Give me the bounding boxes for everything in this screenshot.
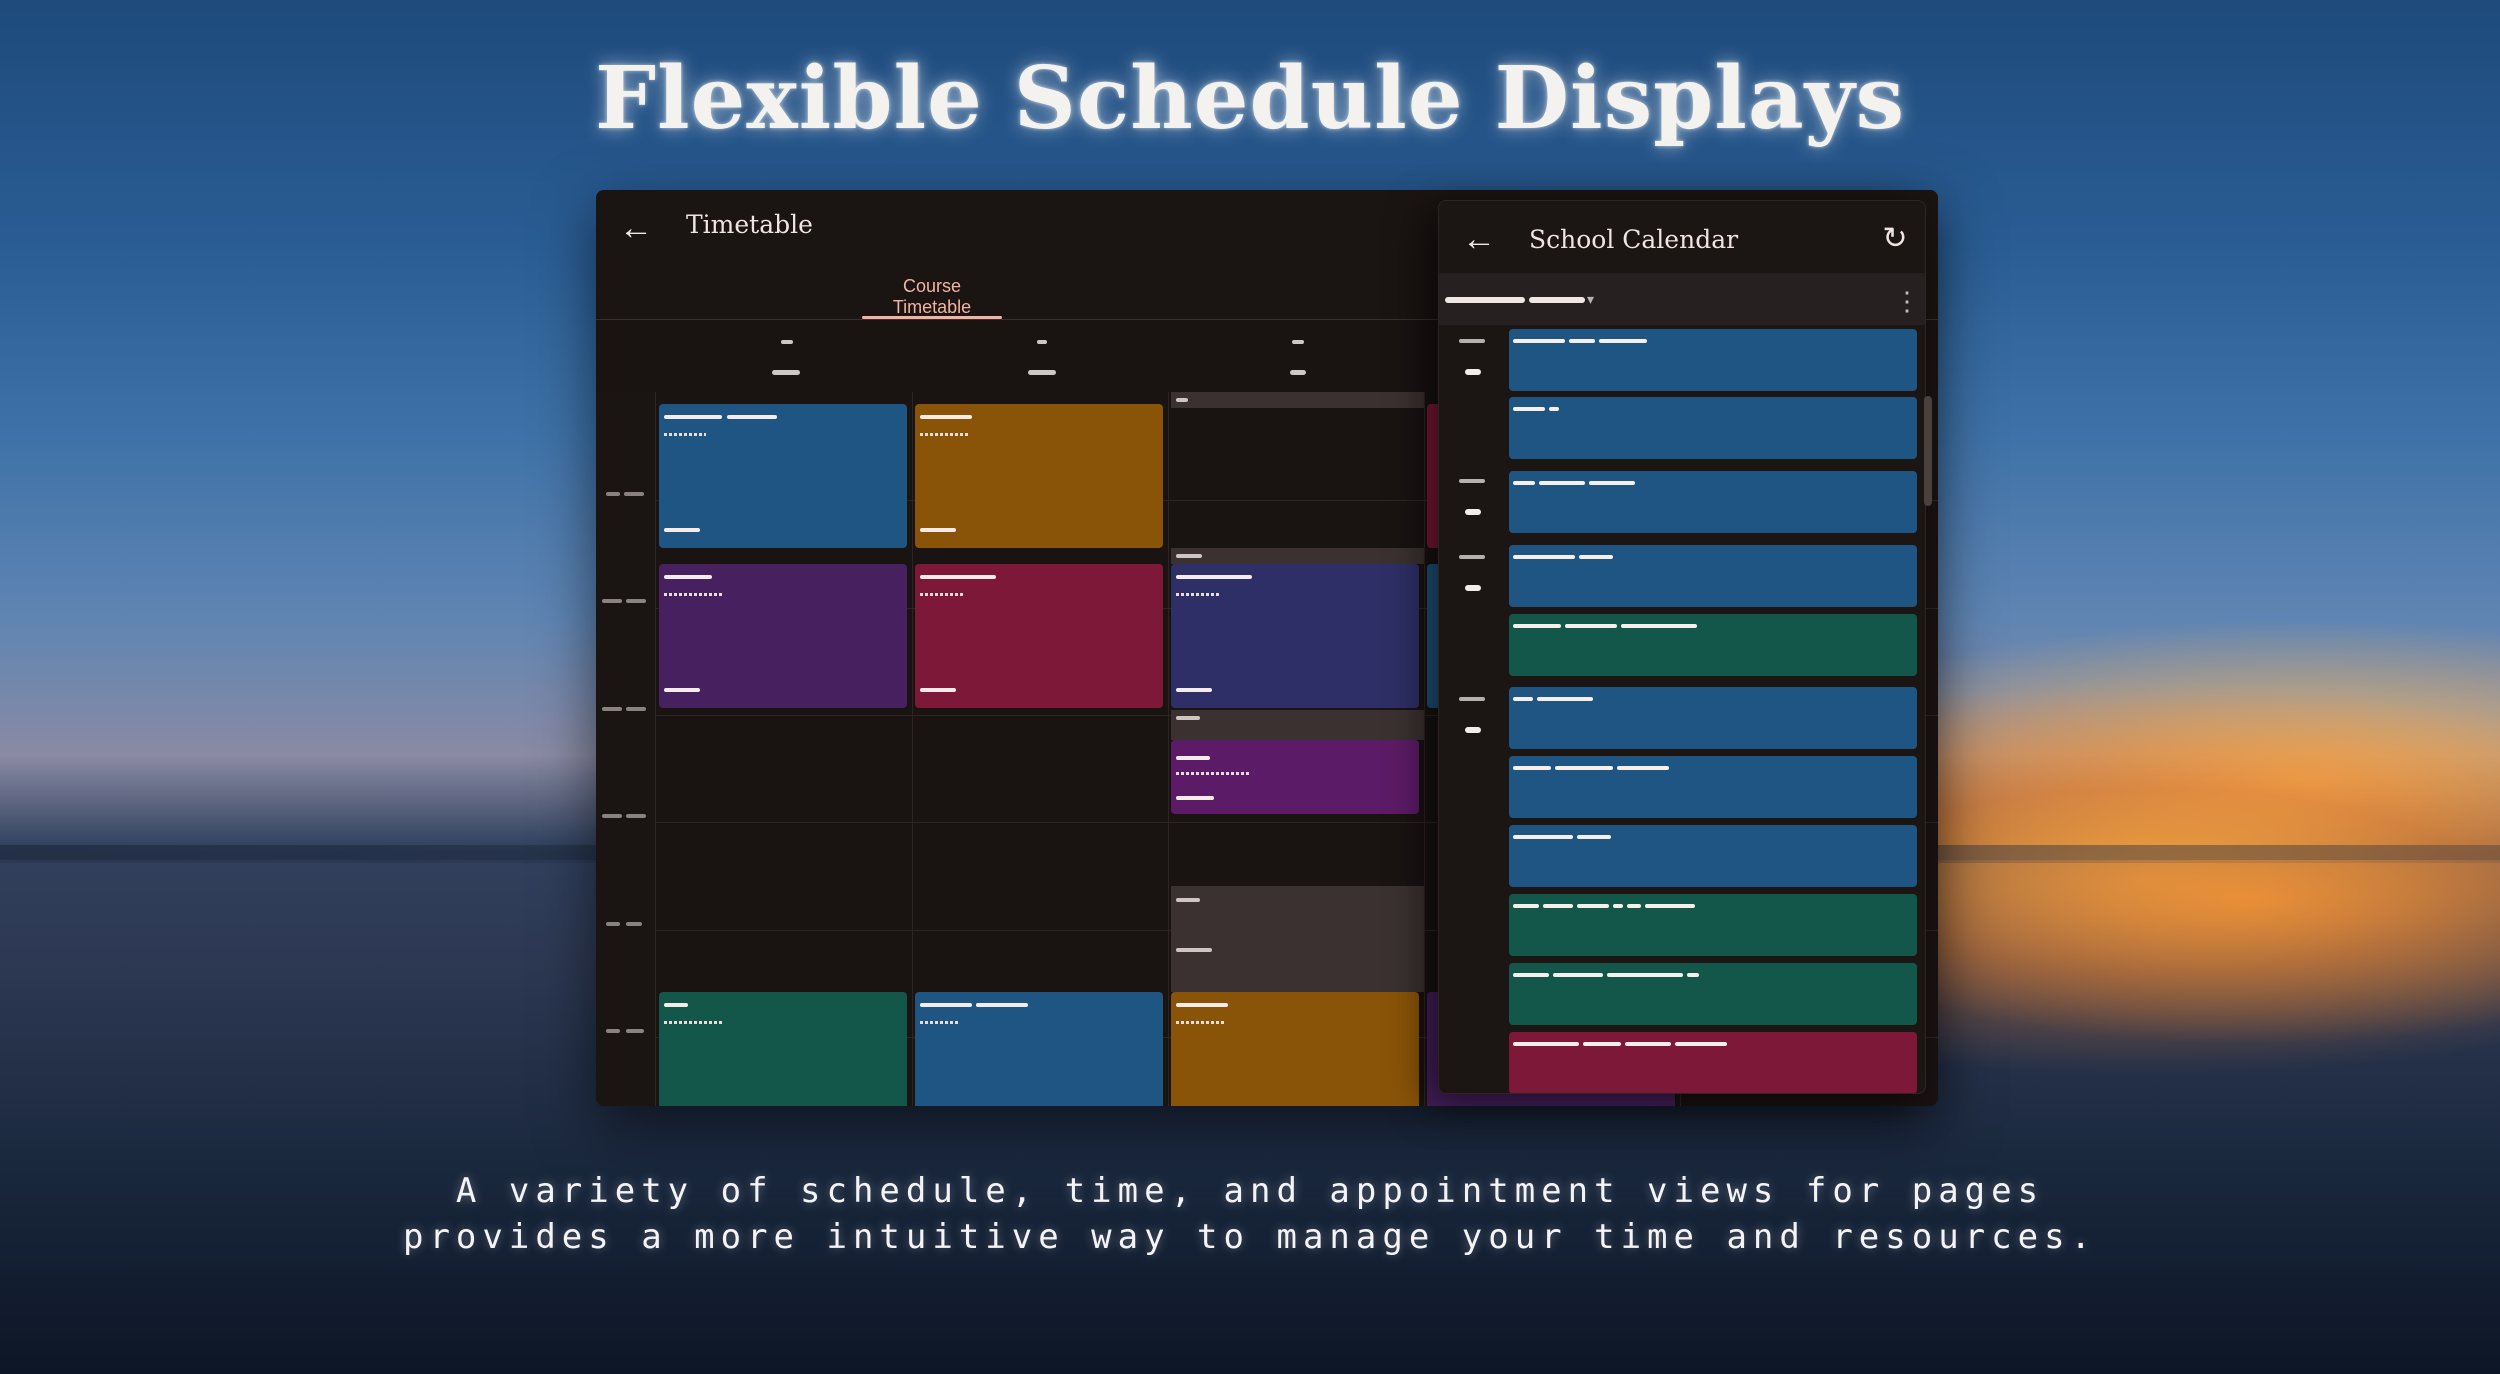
time-label — [606, 1029, 620, 1033]
calendar-event[interactable] — [1509, 687, 1917, 749]
headline: Flexible Schedule Displays — [594, 48, 1906, 149]
course-block[interactable] — [1171, 992, 1419, 1106]
scrollbar[interactable] — [1924, 396, 1932, 506]
calendar-event[interactable] — [1509, 545, 1917, 607]
calendar-event[interactable] — [1509, 894, 1917, 956]
calendar-event[interactable] — [1509, 471, 1917, 533]
filter-chip[interactable] — [1529, 297, 1585, 303]
time-column — [596, 392, 656, 1106]
course-block[interactable] — [659, 404, 907, 548]
calendar-event[interactable] — [1509, 1032, 1917, 1093]
school-calendar-panel: ← School Calendar ↻ ▾ ⋮ — [1438, 200, 1926, 1094]
time-label — [602, 814, 622, 818]
calendar-event[interactable] — [1509, 397, 1917, 459]
tab-indicator — [862, 316, 1002, 319]
course-block[interactable] — [1171, 564, 1419, 708]
time-label — [602, 707, 622, 711]
tagline-line-1: A variety of schedule, time, and appoint… — [455, 1171, 2045, 1211]
calendar-event[interactable] — [1509, 756, 1917, 818]
arrow-left-icon[interactable]: ← — [619, 209, 653, 247]
filter-chip[interactable] — [1445, 297, 1525, 303]
calendar-event[interactable] — [1509, 825, 1917, 887]
event-strip[interactable] — [1171, 392, 1424, 408]
time-label — [602, 599, 622, 603]
school-calendar-title: School Calendar — [1529, 225, 1739, 254]
tagline-line-2: provides a more intuitive way to manage … — [402, 1217, 2098, 1257]
more-vert-icon[interactable]: ⋮ — [1894, 286, 1920, 316]
refresh-icon[interactable]: ↻ — [1882, 222, 1908, 255]
calendar-event[interactable] — [1509, 329, 1917, 391]
time-label — [606, 492, 620, 496]
calendar-event[interactable] — [1509, 614, 1917, 676]
calendar-event[interactable] — [1509, 963, 1917, 1025]
timetable-title: Timetable — [686, 210, 813, 239]
course-block[interactable] — [915, 564, 1163, 708]
course-block[interactable] — [1171, 740, 1419, 814]
course-block[interactable] — [659, 564, 907, 708]
calendar-event-list — [1439, 329, 1925, 1093]
event-strip[interactable] — [1171, 548, 1424, 564]
calendar-filter-bar: ▾ ⋮ — [1439, 273, 1925, 325]
chevron-down-icon[interactable]: ▾ — [1587, 291, 1595, 307]
event-strip[interactable] — [1171, 710, 1424, 740]
tagline: A variety of schedule, time, and appoint… — [0, 1168, 2500, 1260]
course-block[interactable] — [915, 404, 1163, 548]
event-strip[interactable] — [1171, 886, 1424, 992]
course-block[interactable] — [659, 992, 907, 1106]
tab-course-timetable[interactable]: Course Timetable — [892, 276, 972, 317]
arrow-left-icon[interactable]: ← — [1462, 220, 1496, 258]
course-block[interactable] — [915, 992, 1163, 1106]
time-label — [606, 922, 620, 926]
